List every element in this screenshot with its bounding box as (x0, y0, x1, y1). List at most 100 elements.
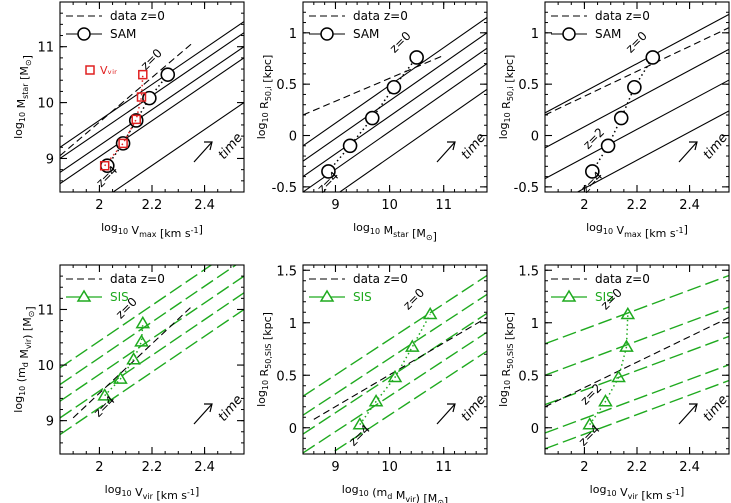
sam-point (321, 164, 336, 179)
y-axis-label: log10 (md Mvir) [M⊙] (12, 306, 37, 412)
y-tick-label: 0.5 (276, 369, 297, 384)
plot-area (545, 13, 729, 192)
model-line (545, 364, 729, 434)
sam-point (364, 110, 380, 126)
sam-point (342, 138, 358, 154)
sis-point (134, 334, 149, 347)
sis-point (598, 394, 613, 407)
legend-label: SIS (110, 290, 129, 304)
time-arrow-head (689, 403, 698, 413)
y-tick-label: 11 (37, 303, 54, 318)
trajectory-dotted-line (359, 313, 431, 426)
y-tick-label: 1.5 (276, 264, 297, 279)
y-tick-label: 0 (289, 130, 297, 145)
x-tick-label: 2 (580, 198, 588, 213)
x-tick-label: 2.2 (142, 460, 163, 475)
y-axis-label: log10 Mstar [M⊙] (12, 55, 34, 139)
y-axis-label: log10 R50,i [kpc] (497, 55, 516, 140)
y-axis-label: log10 R50,SIS [kpc] (255, 312, 274, 407)
model-line (338, 88, 487, 192)
sam-point (585, 164, 600, 179)
x-tick-label: 9 (331, 198, 339, 213)
legend-label: SAM (353, 27, 379, 41)
legend-square-marker (85, 65, 95, 75)
time-arrow (436, 403, 456, 425)
y-tick-label: 1 (531, 27, 539, 42)
model-line (576, 110, 729, 192)
model-line (303, 47, 487, 178)
y-tick-label: 1 (531, 317, 539, 332)
x-tick-label: 2.2 (627, 198, 648, 213)
x-axis-label: log10 (md Mvir) [M⊙] (342, 483, 448, 503)
model-line (60, 265, 213, 369)
x-tick-label: 2 (95, 460, 103, 475)
legend-label: Vᵥᵢᵣ (100, 64, 117, 77)
x-tick-label: 2 (95, 198, 103, 213)
sam-point (600, 138, 616, 154)
x-axis-label: log10 Vvir [km s-1] (590, 483, 685, 502)
time-arrow (193, 403, 213, 425)
model-line (545, 306, 729, 376)
y-tick-label: 11 (37, 41, 54, 56)
y-tick-label: 1.5 (518, 264, 539, 279)
redshift-label: z=0 (387, 29, 414, 56)
legend-label: data z=0 (595, 9, 650, 23)
x-axis-label: log10 Vvir [km s-1] (105, 483, 200, 502)
trajectory-dotted-line (589, 314, 629, 426)
sam-point (613, 110, 629, 126)
y-axis-label: log10 R50,i [kpc] (255, 55, 274, 140)
y-tick-label: 10 (37, 359, 54, 374)
vvir-point (136, 92, 147, 102)
sam-point (409, 50, 424, 65)
x-tick-label: 2.2 (627, 460, 648, 475)
legend-triangle-marker (319, 289, 335, 302)
legend-triangle-marker (561, 289, 577, 302)
x-tick-label: 10 (381, 460, 398, 475)
sis-point (620, 306, 636, 320)
model-line (60, 292, 244, 419)
time-arrow (193, 141, 213, 163)
model-line (112, 102, 244, 192)
legend-label: SIS (353, 290, 372, 304)
trajectory-dotted-line (106, 74, 169, 167)
y-tick-label: 9 (46, 152, 54, 167)
model-line (545, 79, 729, 180)
model-line (303, 32, 487, 162)
model-line (303, 312, 487, 435)
vvir-point (138, 69, 148, 80)
sam-point (386, 79, 402, 95)
data-z0-line (72, 306, 192, 419)
legend-circle-marker (320, 27, 334, 41)
y-tick-label: 0 (531, 422, 539, 437)
data-z0-line (545, 27, 729, 116)
sis-point (582, 417, 597, 430)
y-tick-label: 0.5 (276, 78, 297, 93)
sis-point (611, 369, 626, 383)
redshift-label: z=4 (94, 163, 121, 190)
redshift-label: z=4 (91, 393, 118, 420)
redshift-label: z=4 (346, 422, 373, 449)
x-axis-label: log10 Vmax [km s-1] (586, 221, 688, 240)
redshift-label: z=0 (400, 286, 427, 313)
plot-area (545, 274, 729, 450)
vvir-point (118, 138, 128, 149)
sis-point (352, 417, 368, 430)
model-line (545, 13, 729, 114)
model-line (60, 21, 244, 148)
y-tick-label: 0.5 (518, 78, 539, 93)
x-tick-label: 11 (435, 198, 452, 213)
legend-label: data z=0 (110, 9, 165, 23)
time-label: time (459, 392, 489, 424)
plot-area (60, 21, 244, 192)
model-line (328, 350, 487, 454)
axes-frame (302, 1, 488, 193)
legend-label: SAM (110, 27, 136, 41)
y-axis-label: log10 R50,SIS [kpc] (497, 312, 516, 407)
time-arrow-head (447, 403, 456, 413)
legend-circle-marker (562, 27, 576, 41)
model-line (545, 379, 729, 450)
sis-point (422, 306, 438, 320)
